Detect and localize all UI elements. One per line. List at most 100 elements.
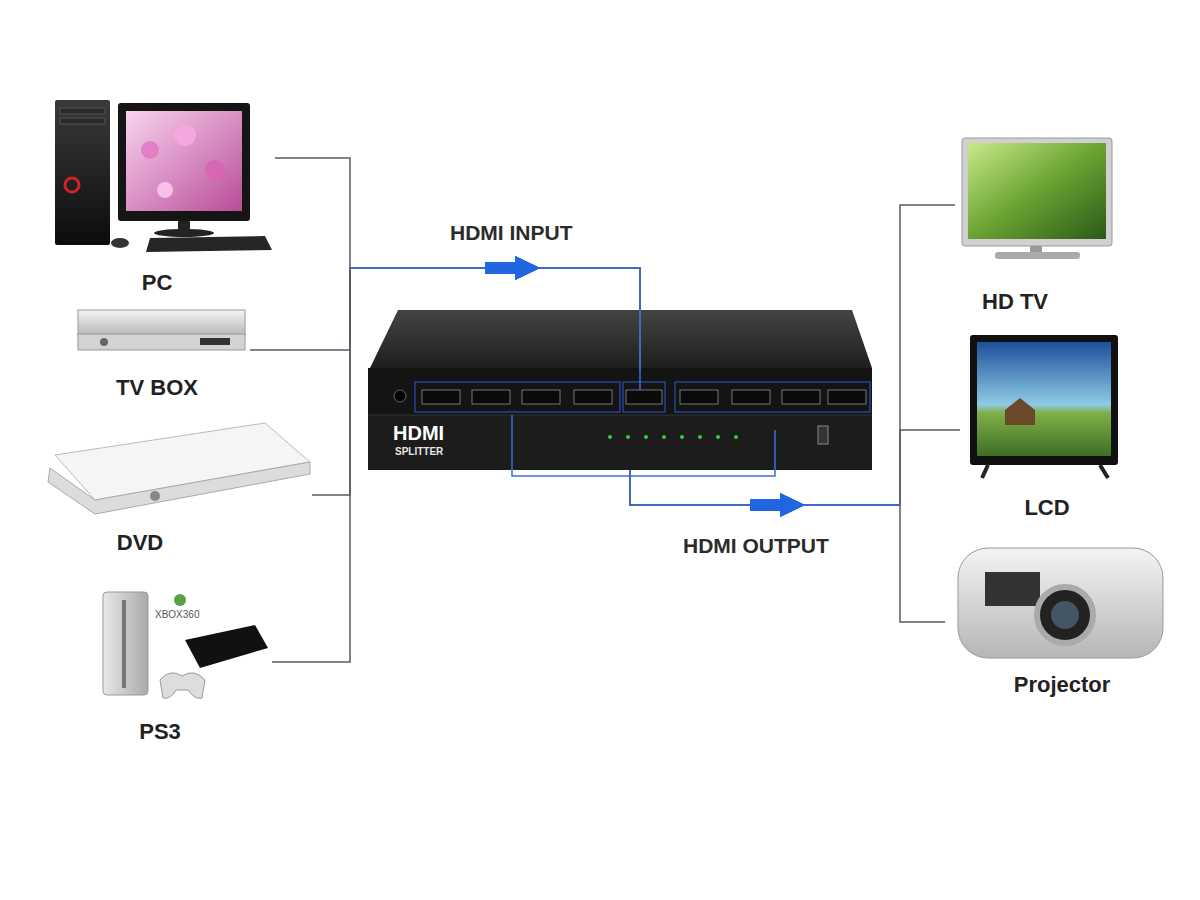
console-illustration [174,594,186,606]
cable-line [312,268,640,495]
console-illustration [185,625,268,668]
hdmi-splitter-illustration [368,310,872,476]
signal-label: HDMI INPUT [450,221,573,245]
pc-illustration [141,141,159,159]
hdmi-splitter-illustration [644,435,648,439]
device-label: DVD [117,530,163,555]
device-label: PC [142,270,173,295]
hd-tv-illustration [968,143,1106,239]
cable-line [630,430,960,505]
hdmi-splitter-illustration [623,382,665,412]
hdmi-splitter-illustration [675,382,870,412]
hdmi-cable [630,205,955,517]
hdmi-splitter-illustration [512,415,775,476]
display-node: LCD [960,330,1125,525]
hdmi-splitter-illustration [639,370,641,390]
cable-trunk [350,268,640,370]
cable-trunk [350,268,640,370]
display-node: HD TV [955,130,1120,320]
hdmi-cable [630,470,945,622]
flow-arrow [750,493,805,517]
lcd-illustration [977,342,1111,456]
dvd-illustration [48,423,310,514]
flow-arrow [485,256,540,280]
flow-arrow [485,256,540,280]
device-label: LCD [1024,495,1069,520]
flow-arrow [485,256,540,280]
device-node: DVD [40,415,312,560]
splitter-box: HDMISPLITTER [368,370,872,470]
flow-arrow [485,256,540,280]
console-illustration [122,600,126,688]
hdmi-splitter-illustration [370,310,872,368]
hdmi-cable [250,256,640,370]
hdmi-cable [275,158,640,370]
flow-arrow [750,493,805,517]
lcd-illustration [1005,398,1035,425]
hdmi-cable [312,256,640,495]
hd-tv-illustration [962,138,1112,259]
lcd-illustration [970,335,1118,465]
hdmi-splitter-illustration [716,435,720,439]
pc-illustration [65,178,79,192]
hdmi-splitter-illustration [368,415,872,470]
hdmi-splitter-illustration [394,390,406,402]
pc-illustration [146,236,272,252]
cable-line [275,158,640,370]
hdmi-cable [630,430,960,517]
console-illustration [103,592,148,695]
pc-illustration [157,182,173,198]
device-label: TV BOX [116,375,198,400]
cable-line [630,205,955,505]
hdmi-splitter-illustration [828,390,866,404]
projector-illustration [958,548,1163,658]
hdmi-splitter-illustration [662,435,666,439]
hdmi-splitter-illustration [680,435,684,439]
pc-illustration [111,238,129,248]
pc-illustration [55,100,110,245]
tv-box-illustration [100,338,108,346]
device-node: TV BOX [70,300,250,405]
cable-line [250,268,640,370]
signal-label: HDMI OUTPUT [683,534,829,558]
flow-arrow [750,493,805,517]
projector-illustration [1037,587,1093,643]
device-node: PC [50,95,275,300]
device-label: Projector [1014,672,1111,697]
hdmi-splitter-illustration [472,390,510,404]
device-label: HD TV [982,289,1048,314]
pc-illustration [55,100,272,252]
hdmi-splitter-illustration [818,426,828,444]
hdmi-splitter-illustration [680,390,718,404]
hdmi-splitter-illustration [698,435,702,439]
lcd-illustration [970,335,1118,478]
cable-trunk [350,268,640,370]
pc-illustration [118,103,250,221]
projector-illustration [958,548,1163,658]
console-illustration [160,673,205,699]
pc-illustration [60,108,105,114]
hdmi-splitter-illustration [734,435,738,439]
pc-illustration [154,229,214,237]
hd-tv-illustration [1030,246,1042,253]
hdmi-cable [272,256,640,662]
console-illustration [103,592,268,698]
hdmi-splitter-illustration [608,435,612,439]
hdmi-splitter-illustration [626,435,630,439]
pc-illustration [126,111,242,211]
device-node: PS3 [95,585,272,750]
tv-box-illustration [78,310,245,350]
tv-box-illustration [200,338,230,345]
device-print: HDMI [393,422,444,445]
lcd-illustration [1100,465,1108,478]
lcd-illustration [982,465,988,478]
projector-illustration [1051,601,1079,629]
cable-line [272,268,640,662]
cable-trunk [350,268,640,370]
brand-label: XBOX360 [155,609,199,621]
pc-illustration [178,221,190,230]
dvd-illustration [150,491,160,501]
hd-tv-illustration [995,252,1080,259]
